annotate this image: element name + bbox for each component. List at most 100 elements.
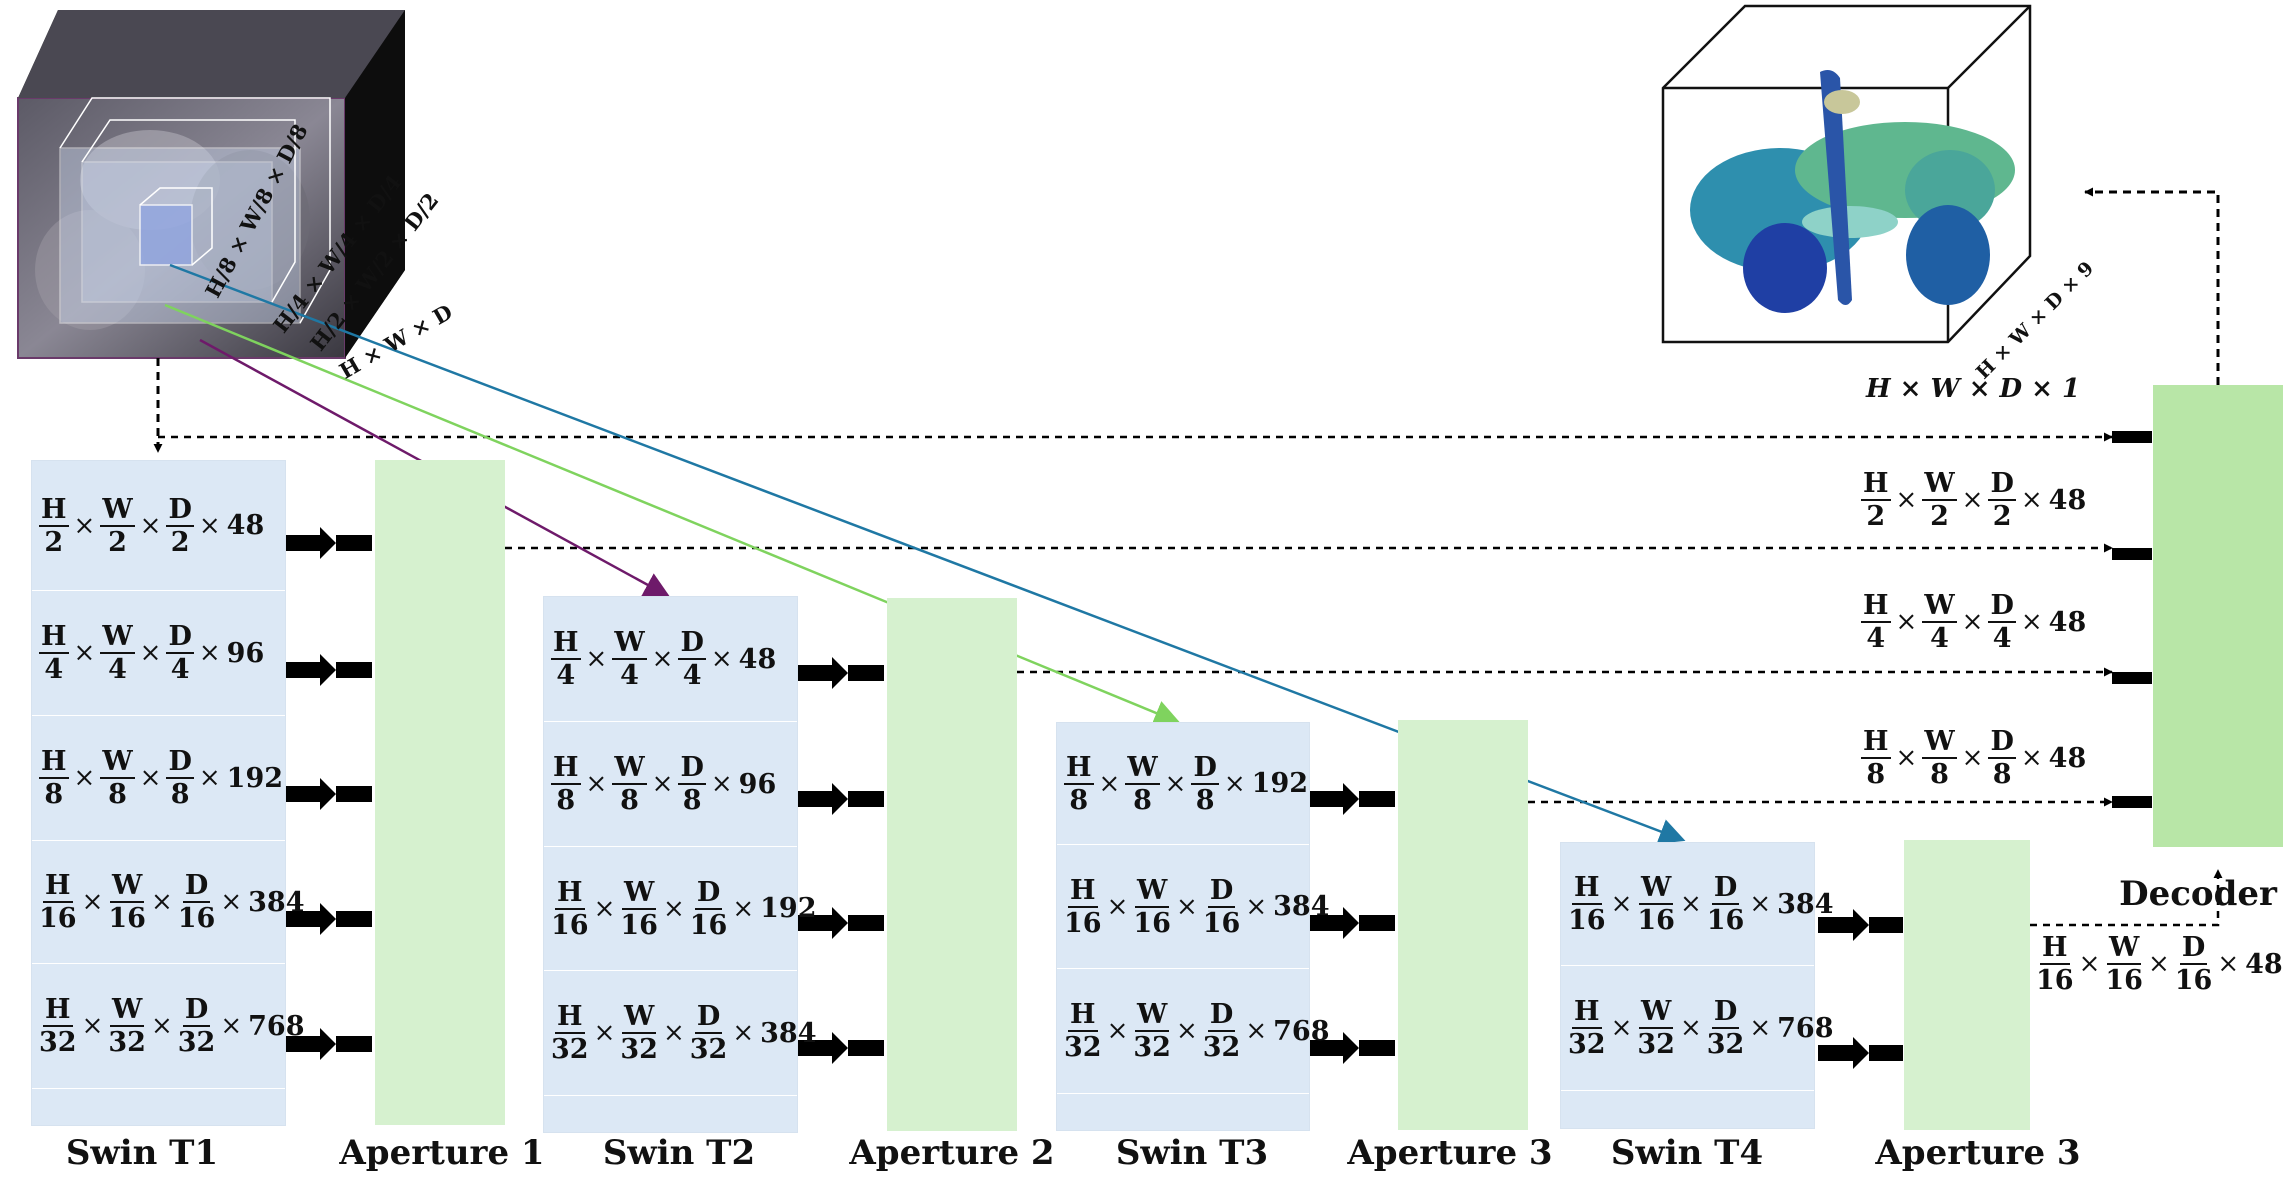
times-sign: × [1679, 1013, 1702, 1043]
times-sign: × [1961, 485, 1984, 515]
decoder-block [2153, 385, 2283, 847]
times-sign: × [585, 769, 608, 799]
times-sign: × [1961, 607, 1984, 637]
times-sign: × [2020, 485, 2043, 515]
times-sign: × [732, 893, 755, 924]
times-sign: × [662, 1018, 685, 1048]
channel-count: 96 [738, 768, 777, 800]
times-sign: × [150, 887, 173, 917]
input-dim-label: H × W × D × 1 [1866, 374, 2081, 404]
times-sign: × [1106, 1016, 1129, 1046]
times-sign: × [73, 510, 96, 541]
channel-count: 384 [1777, 888, 1834, 920]
channel-count: 192 [226, 762, 284, 794]
times-sign: × [651, 644, 674, 674]
times-sign: × [593, 893, 616, 924]
channel-count: 48 [2048, 484, 2087, 516]
output-arrow [2084, 187, 2220, 385]
aperture-1-block [375, 460, 505, 1125]
times-sign: × [1223, 768, 1246, 799]
aperture-3-label: Aperture 3 [1347, 1133, 1553, 1173]
channel-count: 48 [226, 510, 265, 541]
times-sign: × [150, 1011, 173, 1041]
t4-feature-arrows [1818, 909, 1903, 1069]
times-sign: × [73, 638, 96, 668]
times-sign: × [1175, 1016, 1198, 1046]
times-sign: × [1895, 743, 1918, 773]
times-sign: × [139, 510, 162, 541]
channel-count: 384 [760, 1017, 817, 1049]
channel-count: 768 [248, 1010, 305, 1042]
times-sign: × [2078, 949, 2101, 979]
output-segmentation-volume [1661, 4, 2032, 344]
aperture-2-block [887, 598, 1017, 1131]
t3-feature-arrows [1308, 783, 1395, 1064]
channel-count: 768 [1273, 1015, 1330, 1047]
times-sign: × [2217, 949, 2240, 979]
times-sign: × [732, 1018, 755, 1048]
times-sign: × [1106, 891, 1129, 922]
feature-arrows [285, 527, 1903, 1069]
aperture-1-label: Aperture 1 [339, 1133, 545, 1173]
times-sign: × [662, 893, 685, 924]
swin-t1-label: Swin T1 [65, 1133, 219, 1173]
times-sign: × [1749, 1013, 1772, 1043]
aperture-4-label: Aperture 3 [1875, 1133, 2081, 1173]
times-sign: × [139, 763, 162, 793]
times-sign: × [1245, 1016, 1268, 1046]
times-sign: × [1245, 891, 1268, 922]
